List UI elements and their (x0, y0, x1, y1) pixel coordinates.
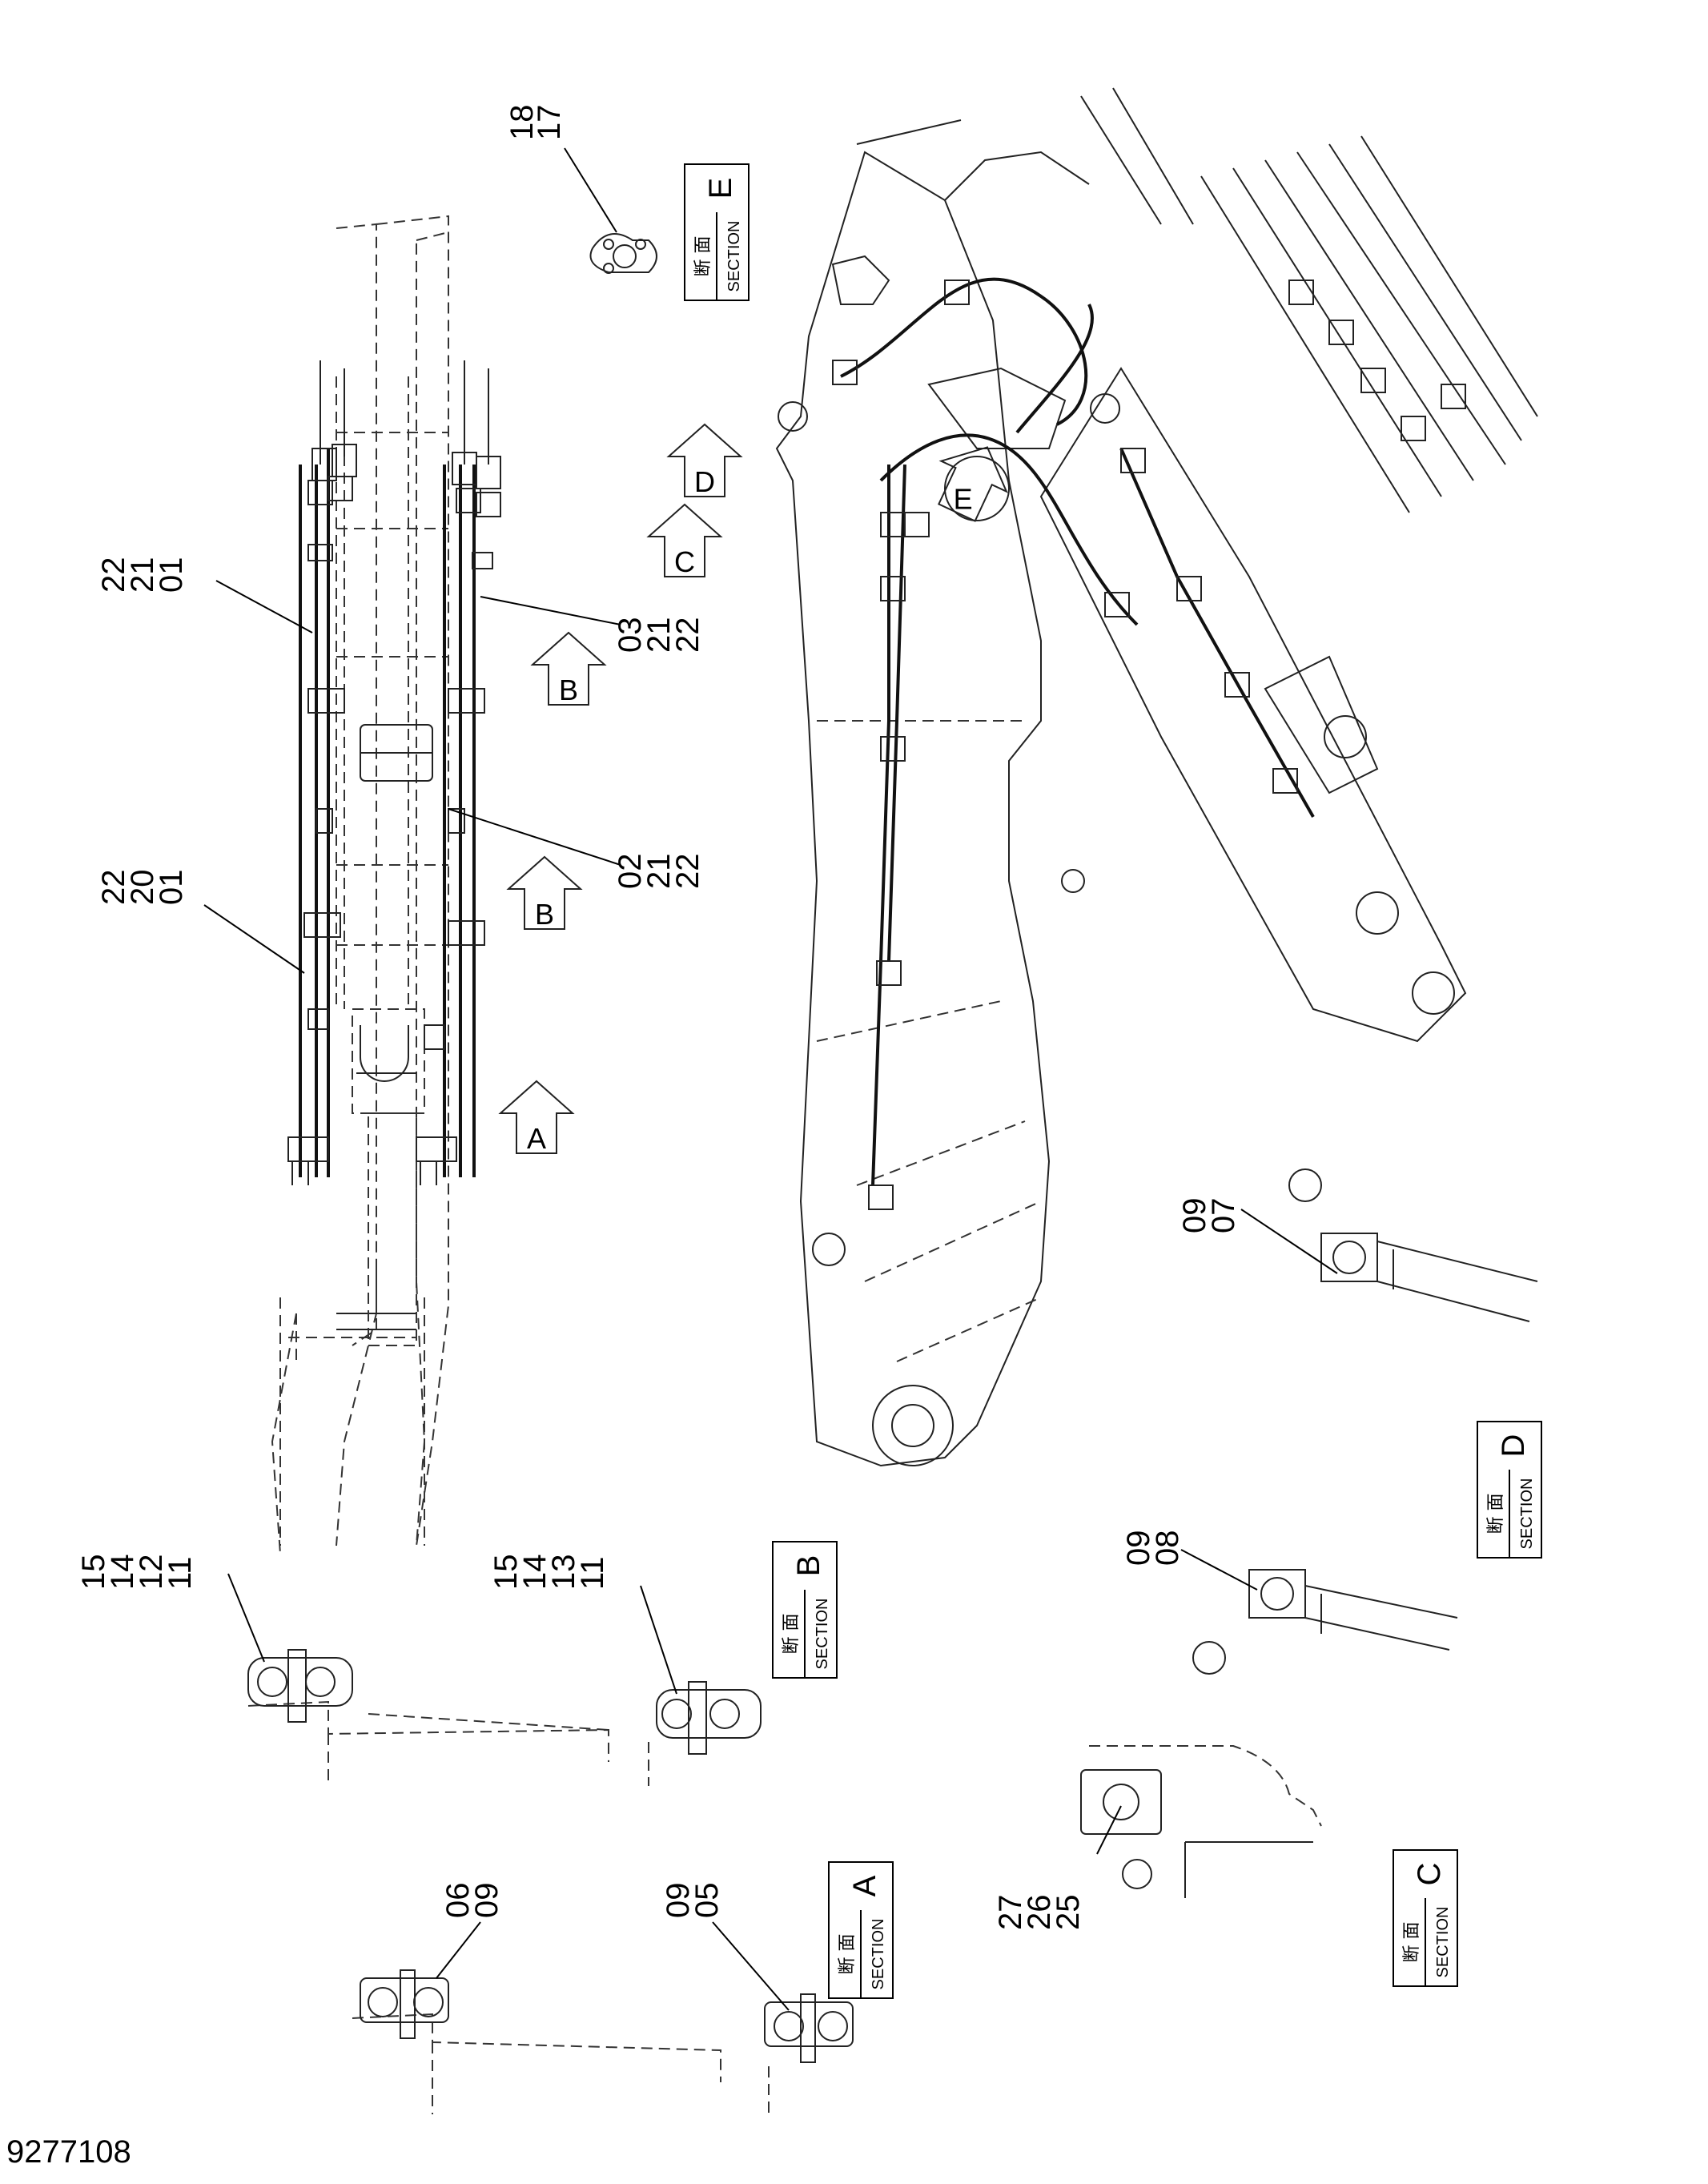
svg-text:11: 11 (575, 1556, 610, 1590)
view-arrow-a: A (498, 1080, 575, 1155)
svg-text:SECTION: SECTION (870, 1919, 887, 1990)
callout-09-05: 09 05 (661, 1883, 725, 1919)
section-box-a: 断 面 SECTION A (828, 1861, 894, 1999)
section-c-detail (1080, 1745, 1322, 1898)
svg-text:15: 15 (488, 1555, 524, 1591)
section-box-b: 断 面 SECTION B (772, 1541, 838, 1679)
svg-text:SECTION: SECTION (1518, 1478, 1536, 1550)
svg-text:22: 22 (670, 617, 705, 654)
svg-text:SECTION: SECTION (725, 221, 743, 292)
svg-text:25: 25 (1051, 1895, 1086, 1931)
callout-22-20-01: 22 20 01 (96, 870, 189, 906)
svg-text:断 面: 断 面 (693, 236, 713, 277)
svg-text:01: 01 (154, 557, 189, 593)
callout-09-07: 09 07 (1177, 1198, 1241, 1234)
svg-text:09: 09 (1177, 1198, 1212, 1234)
callout-02-21-22: 02 21 22 (613, 854, 705, 890)
svg-text:02: 02 (613, 854, 648, 890)
section-e-detail (589, 233, 657, 274)
svg-text:22: 22 (96, 870, 131, 906)
svg-text:SECTION: SECTION (814, 1599, 831, 1670)
svg-text:18: 18 (504, 105, 540, 141)
svg-text:15: 15 (76, 1555, 111, 1591)
svg-text:断 面: 断 面 (1402, 1922, 1422, 1963)
svg-text:SECTION: SECTION (1434, 1907, 1452, 1978)
svg-text:20: 20 (125, 870, 160, 906)
callout-03-21-22: 03 21 22 (613, 617, 705, 654)
section-box-c: 断 面 SECTION C (1393, 1849, 1458, 1987)
section-box-d-letter: D (1496, 1434, 1531, 1458)
svg-text:09: 09 (469, 1883, 504, 1919)
section-box-a-letter: A (847, 1875, 882, 1896)
svg-text:09: 09 (661, 1883, 696, 1919)
svg-text:断 面: 断 面 (838, 1934, 858, 1975)
svg-text:21: 21 (641, 617, 677, 654)
section-a-detail (352, 1969, 854, 2114)
view-arrow-c: C (646, 503, 723, 578)
svg-text:断 面: 断 面 (1486, 1494, 1506, 1534)
view-arrow-e-letter: E (954, 483, 973, 516)
callout-22-21-01: 22 21 01 (96, 557, 189, 593)
callout-27-26-25: 27 26 25 (993, 1895, 1086, 1931)
view-arrow-b-upper: B (530, 631, 607, 706)
section-box-e: 断 面 SECTION E (684, 163, 750, 301)
svg-text:21: 21 (125, 557, 160, 593)
view-arrow-d-letter: D (694, 465, 715, 498)
section-box-e-letter: E (703, 178, 738, 199)
svg-text:06: 06 (440, 1883, 476, 1919)
svg-text:05: 05 (689, 1883, 725, 1919)
view-arrow-b-lower-letter: B (535, 898, 554, 931)
section-b-detail (247, 1649, 762, 1786)
svg-text:01: 01 (154, 870, 189, 906)
callout-15-14-13-11: 15 14 13 11 (488, 1555, 610, 1591)
svg-text:14: 14 (517, 1555, 553, 1591)
section-box-d: 断 面 SECTION D (1477, 1421, 1542, 1559)
svg-text:03: 03 (613, 617, 648, 654)
svg-text:08: 08 (1150, 1530, 1185, 1567)
view-arrow-b-lower: B (506, 855, 583, 931)
svg-text:22: 22 (96, 557, 131, 593)
callout-06-09: 06 09 (440, 1883, 504, 1919)
section-box-c-letter: C (1412, 1863, 1447, 1886)
callout-18-17: 18 17 (504, 105, 567, 141)
view-arrow-d: D (666, 423, 743, 498)
svg-text:14: 14 (105, 1555, 140, 1591)
svg-text:27: 27 (993, 1895, 1028, 1931)
svg-text:26: 26 (1022, 1895, 1057, 1931)
boom-side-view (775, 87, 1538, 1467)
left-hose-bundle (287, 360, 357, 1185)
view-arrow-a-letter: A (527, 1122, 546, 1155)
svg-text:11: 11 (163, 1556, 198, 1590)
view-arrow-b-upper-letter: B (559, 674, 578, 706)
callout-15-14-12-11: 15 14 12 11 (76, 1555, 198, 1591)
svg-text:09: 09 (1121, 1530, 1156, 1567)
callout-09-08: 09 08 (1121, 1530, 1185, 1567)
drawing-number: 9277108 (6, 2134, 131, 2170)
right-hose-bundle (416, 360, 501, 1185)
view-arrow-c-letter: C (674, 545, 695, 578)
svg-text:断 面: 断 面 (782, 1614, 802, 1655)
boom-top-view (271, 215, 501, 1555)
svg-text:13: 13 (546, 1555, 581, 1591)
section-box-b-letter: B (791, 1555, 826, 1577)
svg-text:22: 22 (670, 854, 705, 890)
svg-text:21: 21 (641, 854, 677, 890)
section-d-detail (1192, 1168, 1538, 1675)
svg-text:07: 07 (1206, 1198, 1241, 1234)
svg-text:12: 12 (134, 1555, 169, 1591)
svg-text:17: 17 (532, 105, 567, 141)
view-arrow-e: E (938, 446, 1008, 522)
